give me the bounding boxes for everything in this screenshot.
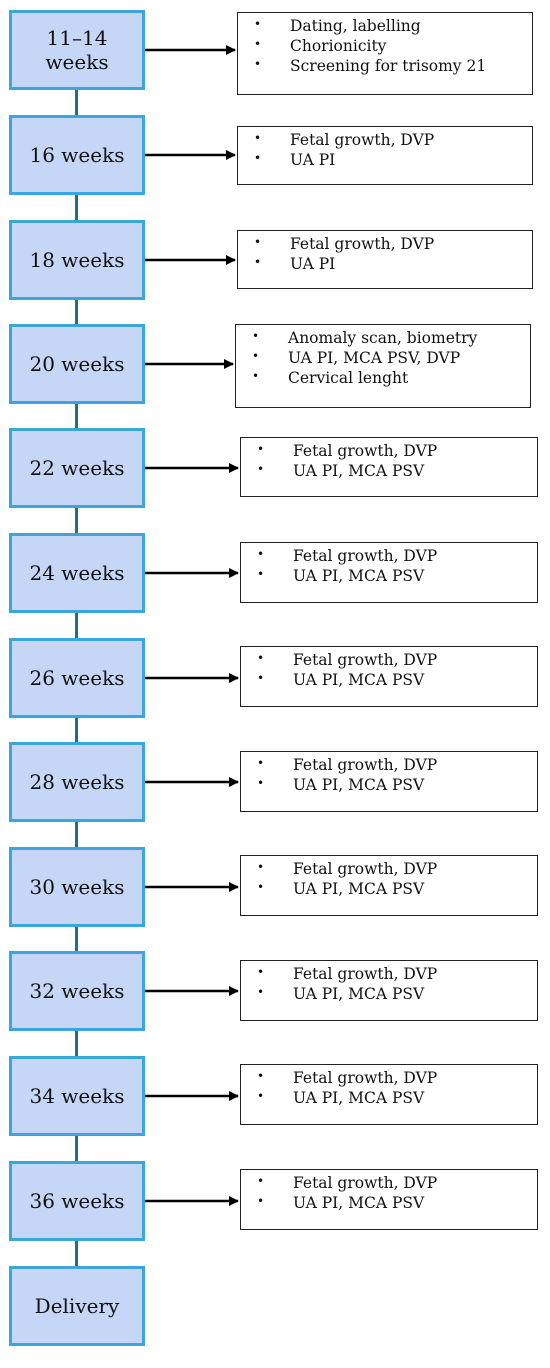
timeline-connector <box>75 613 78 638</box>
exam-list-box: Fetal growth, DVPUA PI, MCA PSV <box>240 855 538 916</box>
timeline-connector <box>75 822 78 847</box>
stage-box: 22 weeks <box>9 428 145 508</box>
exam-item: Fetal growth, DVP <box>251 1173 531 1193</box>
exam-item: Fetal growth, DVP <box>251 859 531 879</box>
exam-item: Fetal growth, DVP <box>251 964 531 984</box>
stage-label: 32 weeks <box>29 979 125 1003</box>
timeline-connector <box>75 1031 78 1056</box>
exam-item: UA PI, MCA PSV <box>251 775 531 795</box>
timeline-connector <box>75 404 78 428</box>
stage-box: Delivery <box>9 1266 145 1346</box>
stage-label: 26 weeks <box>29 666 125 690</box>
stage-label: 16 weeks <box>29 143 125 167</box>
exam-list-box: Fetal growth, DVPUA PI, MCA PSV <box>240 437 538 497</box>
exam-item: Fetal growth, DVP <box>251 441 531 461</box>
exam-item: Cervical lenght <box>246 368 524 388</box>
timeline-connector <box>75 90 78 115</box>
exam-item: UA PI <box>248 254 526 274</box>
exam-list-box: Fetal growth, DVPUA PI <box>237 230 533 289</box>
exam-list-box: Fetal growth, DVPUA PI, MCA PSV <box>240 960 538 1021</box>
exam-item: Fetal growth, DVP <box>251 546 531 566</box>
exam-list-box: Anomaly scan, biometryUA PI, MCA PSV, DV… <box>235 324 531 408</box>
exam-list-box: Fetal growth, DVPUA PI, MCA PSV <box>240 1064 538 1125</box>
stage-box: 26 weeks <box>9 638 145 718</box>
exam-item: Screening for trisomy 21 <box>248 56 526 76</box>
exam-item: Fetal growth, DVP <box>251 650 531 670</box>
stage-box: 24 weeks <box>9 533 145 613</box>
timeline-connector <box>75 927 78 951</box>
exam-item: Fetal growth, DVP <box>251 755 531 775</box>
exam-item: UA PI, MCA PSV <box>251 1088 531 1108</box>
stage-label: 28 weeks <box>29 770 125 794</box>
exam-list-box: Fetal growth, DVPUA PI <box>237 126 533 185</box>
exam-item: UA PI, MCA PSV <box>251 670 531 690</box>
stage-box: 28 weeks <box>9 742 145 822</box>
stage-label: 22 weeks <box>29 456 125 480</box>
stage-label: 18 weeks <box>29 248 125 272</box>
stage-label: 34 weeks <box>29 1084 125 1108</box>
stage-label: 36 weeks <box>29 1189 125 1213</box>
timeline-connector <box>75 300 78 324</box>
stage-box: 30 weeks <box>9 847 145 927</box>
exam-item: Fetal growth, DVP <box>248 234 526 254</box>
exam-list-box: Dating, labellingChorionicityScreening f… <box>237 12 533 95</box>
stage-box: 36 weeks <box>9 1161 145 1241</box>
exam-list-box: Fetal growth, DVPUA PI, MCA PSV <box>240 646 538 707</box>
exam-item: Anomaly scan, biometry <box>246 328 524 348</box>
timeline-connector <box>75 1241 78 1266</box>
stage-box: 32 weeks <box>9 951 145 1031</box>
stage-box: 34 weeks <box>9 1056 145 1136</box>
stage-label: weeks <box>45 50 109 74</box>
exam-item: UA PI, MCA PSV <box>251 879 531 899</box>
exam-item: UA PI, MCA PSV, DVP <box>246 348 524 368</box>
exam-list-box: Fetal growth, DVPUA PI, MCA PSV <box>240 751 538 812</box>
timeline-connector <box>75 508 78 533</box>
exam-item: Fetal growth, DVP <box>251 1068 531 1088</box>
stage-label: 24 weeks <box>29 561 125 585</box>
exam-item: Dating, labelling <box>248 16 526 36</box>
exam-list-box: Fetal growth, DVPUA PI, MCA PSV <box>240 1169 538 1230</box>
exam-item: UA PI, MCA PSV <box>251 1193 531 1213</box>
exam-item: UA PI <box>248 150 526 170</box>
stage-label: 30 weeks <box>29 875 125 899</box>
stage-box: 20 weeks <box>9 324 145 404</box>
exam-item: UA PI, MCA PSV <box>251 461 531 481</box>
timeline-connector <box>75 1136 78 1161</box>
timeline-connector <box>75 195 78 220</box>
exam-list-box: Fetal growth, DVPUA PI, MCA PSV <box>240 542 538 603</box>
exam-item: Fetal growth, DVP <box>248 130 526 150</box>
stage-box: 18 weeks <box>9 220 145 300</box>
exam-item: Chorionicity <box>248 36 526 56</box>
stage-label: 11–14 <box>46 26 108 50</box>
stage-label: Delivery <box>34 1294 120 1318</box>
stage-box: 16 weeks <box>9 115 145 195</box>
exam-item: UA PI, MCA PSV <box>251 984 531 1004</box>
timeline-connector <box>75 718 78 742</box>
stage-label: 20 weeks <box>29 352 125 376</box>
exam-item: UA PI, MCA PSV <box>251 566 531 586</box>
